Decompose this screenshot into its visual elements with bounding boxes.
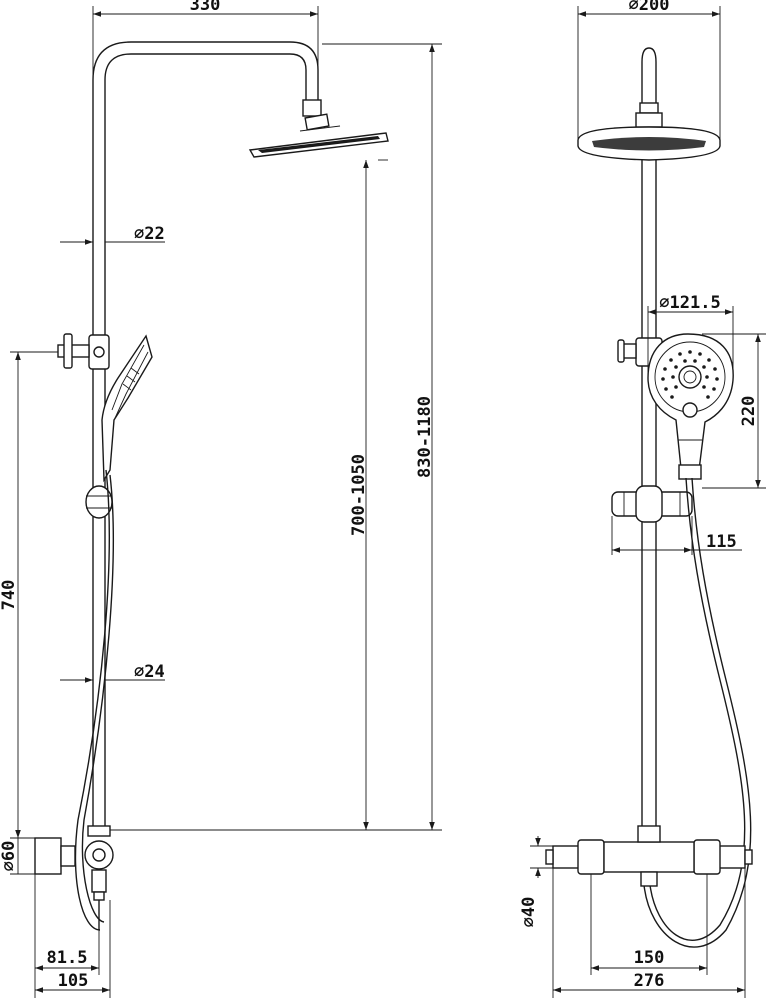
dim-830-1180: 830-1180: [110, 43, 442, 831]
dim-150-label: 150: [634, 948, 665, 968]
side-view: 330 830-1180 700-1050 ⌀22 ⌀24: [0, 0, 442, 998]
dim-220-label: 220: [739, 396, 759, 427]
dim-d24-label: ⌀24: [134, 662, 165, 682]
dim-700-1050: 700-1050: [349, 159, 388, 830]
dim-700-1050-label: 700-1050: [349, 454, 369, 536]
handset-front: [647, 333, 734, 480]
slider-bracket-front: [617, 337, 663, 367]
handset-side: [101, 334, 153, 483]
dim-d121-5: ⌀121.5: [647, 293, 734, 380]
dim-d22: ⌀22: [60, 224, 165, 245]
dim-d200-label: ⌀200: [629, 0, 670, 15]
dim-81-5-label: 81.5: [47, 948, 88, 968]
dim-105: 105: [35, 900, 111, 998]
dim-d60: ⌀60: [0, 838, 35, 875]
dim-276: 276: [552, 868, 746, 998]
dim-220: 220: [702, 333, 766, 489]
dim-d200: ⌀200: [577, 0, 721, 140]
dim-830-1180-label: 830-1180: [415, 396, 435, 478]
rain-head-side: [248, 125, 389, 158]
dim-740: 740: [0, 351, 58, 839]
dim-330: 330: [92, 0, 319, 100]
dim-d121-5-label: ⌀121.5: [659, 293, 720, 313]
dim-330-label: 330: [190, 0, 221, 15]
dim-105-label: 105: [58, 971, 89, 991]
dim-d40-label: ⌀40: [519, 897, 539, 928]
holder-front: [611, 485, 693, 523]
dim-740-label: 740: [0, 580, 19, 611]
dim-d22-label: ⌀22: [134, 224, 165, 244]
front-view: ⌀200 ⌀121.5 220 115: [519, 0, 766, 998]
dim-d40: ⌀40: [519, 836, 553, 927]
dim-d60-label: ⌀60: [0, 841, 19, 872]
dim-115: 115: [611, 516, 742, 555]
slider-bracket-side: [57, 333, 110, 370]
dim-115-label: 115: [706, 532, 737, 552]
dim-150: 150: [590, 874, 708, 975]
valve-side: [34, 825, 114, 930]
holder-side: [85, 485, 113, 519]
dim-81-5: 81.5: [34, 874, 100, 998]
dim-d24: ⌀24: [60, 662, 165, 683]
dim-276-label: 276: [634, 971, 665, 991]
rain-head-front: [577, 126, 721, 161]
valve-front: [545, 825, 753, 887]
